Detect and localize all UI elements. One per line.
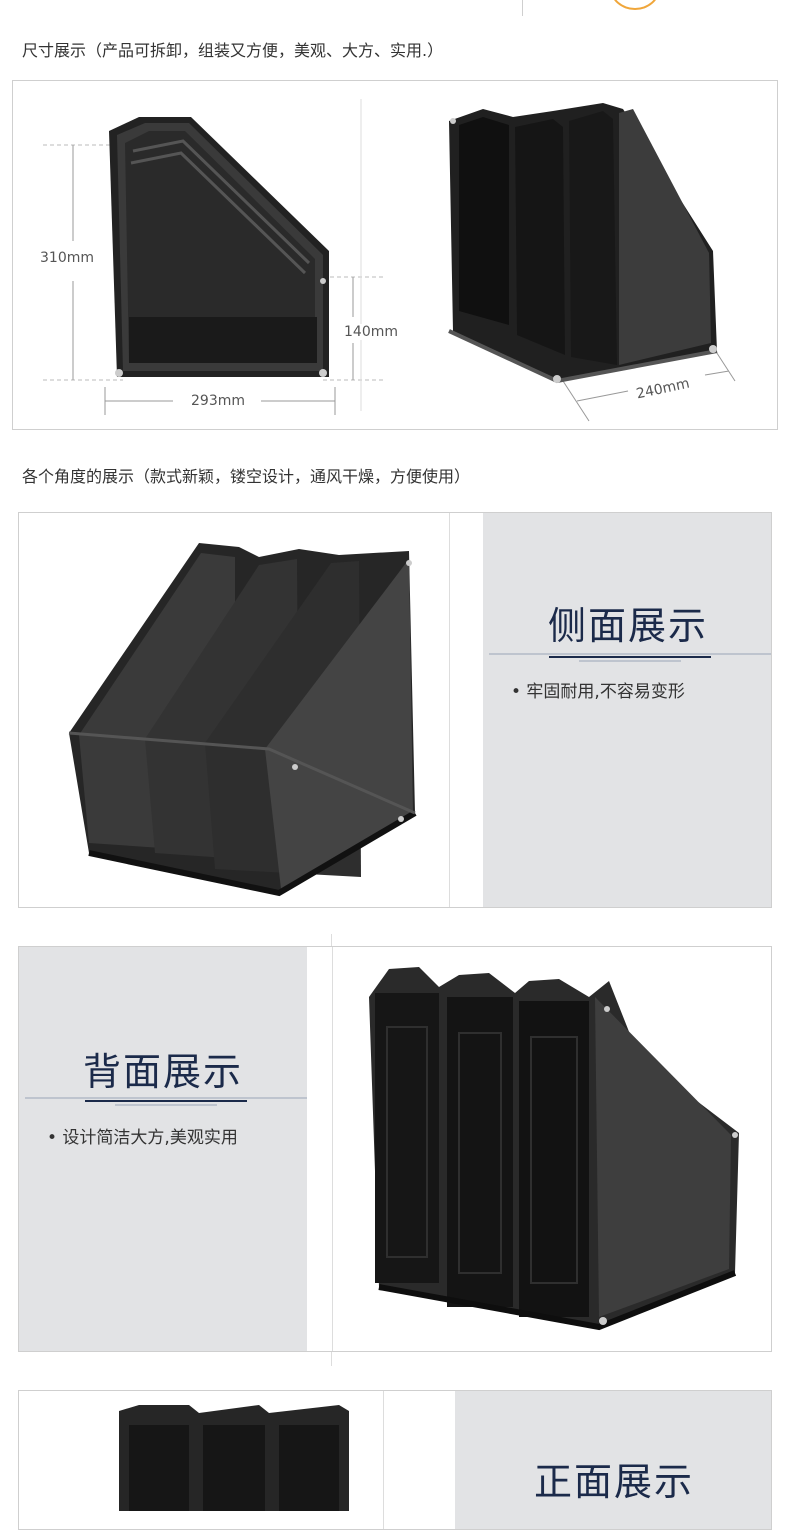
side-view-bullet: • 牢固耐用,不容易变形 (511, 682, 685, 702)
organizer-front-view-image (119, 1405, 349, 1511)
angles-section-heading: 各个角度的展示（款式新颖，镂空设计，通风干燥，方便使用） (22, 467, 471, 486)
side-view-panel: 侧面展示 • 牢固耐用,不容易变形 (18, 512, 772, 908)
back-view-panel: 背面展示 • 设计简洁大方,美观实用 (18, 946, 772, 1352)
side-view-divider (449, 513, 450, 907)
front-view-divider (383, 1391, 384, 1529)
height-dimension-label: 310mm (37, 250, 97, 266)
back-view-title: 背面展示 (82, 1050, 243, 1094)
side-view-title: 侧面展示 (547, 604, 708, 648)
back-view-top-connector (331, 934, 332, 946)
back-view-bullet: • 设计简洁大方,美观实用 (47, 1128, 238, 1148)
organizer-side-view-image (68, 543, 417, 897)
top-orange-badge-icon (610, 0, 660, 10)
back-view-title-underline (25, 1097, 307, 1106)
back-view-divider (332, 947, 333, 1351)
organizer-side-illustration (43, 99, 383, 415)
back-view-bottom-connector (331, 1352, 332, 1366)
back-view-text-panel (19, 947, 307, 1351)
top-divider-line (522, 0, 523, 16)
size-section-heading: 尺寸展示（产品可拆卸，组装又方便，美观、大方、实用.） (22, 41, 444, 60)
side-view-text-panel (483, 513, 771, 907)
width-dimension-label: 293mm (188, 393, 248, 409)
organizer-back-view-image (369, 967, 739, 1331)
base-height-dimension-label: 140mm (341, 324, 401, 340)
front-view-title: 正面展示 (533, 1460, 694, 1504)
size-display-panel: 310mm 140mm 293mm 240mm (12, 80, 778, 430)
side-view-title-underline (489, 653, 771, 662)
organizer-perspective-illustration (448, 103, 736, 422)
front-view-panel: 正面展示 (18, 1390, 772, 1530)
